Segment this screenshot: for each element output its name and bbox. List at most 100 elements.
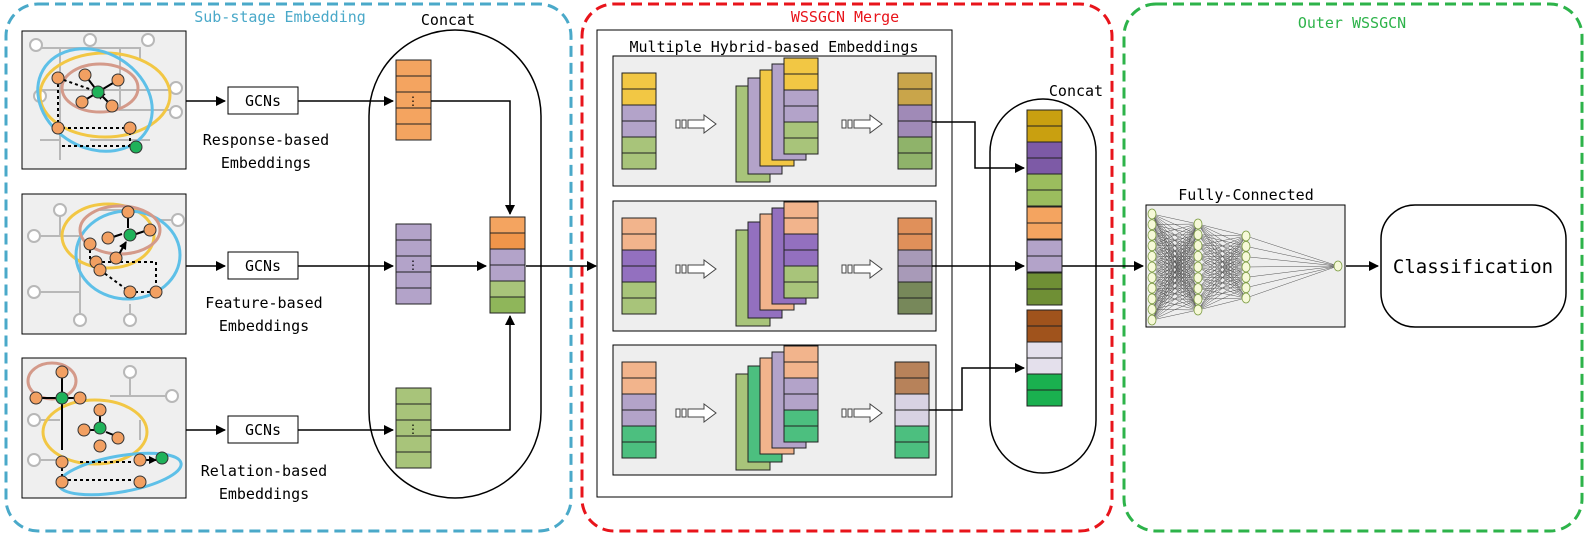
fc-neuron: [1193, 261, 1203, 273]
outer-frame: [1122, 2, 1584, 533]
fc-edge: [1151, 223, 1199, 268]
fc-edge: [1197, 256, 1247, 311]
fc-neuron: [1241, 271, 1251, 283]
hybrid-row-2-input: [621, 217, 657, 315]
hybrid-row-1-stack: [735, 57, 819, 183]
fc-edge: [1197, 235, 1247, 268]
gcns-label-feature: GCNs: [245, 257, 281, 275]
fc-edge: [1151, 256, 1199, 321]
gcns-box-feature: [227, 251, 299, 280]
sub-stage-frame: [4, 2, 573, 533]
graph-thumbnail-feature: [21, 193, 187, 335]
hollow-arrows: [675, 114, 883, 423]
fc-neuron: [1241, 230, 1251, 242]
gcns-label-response: GCNs: [245, 92, 281, 110]
fc-edge: [1197, 234, 1247, 237]
fc-edge: [1197, 246, 1247, 311]
fc-neuron: [1241, 292, 1251, 304]
fc-connections: [1151, 213, 1339, 321]
fc-edge: [1245, 265, 1339, 299]
fc-edge: [1151, 223, 1199, 321]
fc-edge: [1245, 265, 1339, 288]
response-label-line2: Embeddings: [221, 154, 311, 172]
fc-neuron: [1147, 240, 1157, 252]
hybrid-embeddings-title: Multiple Hybrid-based Embeddings: [630, 38, 919, 56]
fc-neuron: [1147, 219, 1157, 231]
fc-edge: [1151, 223, 1199, 289]
fc-edge: [1151, 277, 1199, 321]
concat-right-label: Concat: [1049, 82, 1103, 100]
hybrid-row-3-stack: [735, 345, 819, 471]
merge-title: WSSGCN Merge: [791, 8, 899, 26]
fc-edge: [1151, 223, 1199, 236]
fc-edge: [1151, 266, 1199, 321]
fc-neuron: [1333, 260, 1343, 272]
fc-edge: [1197, 297, 1247, 311]
fc-neuron: [1147, 282, 1157, 294]
fully-connected-label: Fully-Connected: [1178, 186, 1313, 204]
classification-box: [1380, 204, 1567, 328]
fc-neuron: [1193, 240, 1203, 251]
fc-edge: [1151, 299, 1199, 321]
fc-edge: [1151, 213, 1199, 225]
fc-edge: [1197, 235, 1247, 246]
fc-neuron: [1193, 293, 1203, 305]
merged-embedding-vector: [1026, 109, 1063, 407]
fc-neuron: [1193, 250, 1203, 262]
concat-left-label: Concat: [421, 11, 475, 29]
fc-edge: [1151, 288, 1199, 321]
dots-response: ⋮: [407, 94, 419, 108]
hybrid-row-2-output: [897, 217, 933, 315]
sub-stage-title: Sub-stage Embedding: [194, 8, 366, 26]
fc-neuron: [1193, 283, 1203, 294]
fc-edge: [1197, 235, 1247, 257]
gcns-box-relation: [227, 415, 299, 444]
fc-neuron: [1147, 229, 1157, 241]
fc-neuron: [1193, 304, 1203, 316]
fc-edge: [1197, 235, 1247, 311]
fc-neuron: [1241, 261, 1251, 273]
hybrid-row-3-output: [894, 361, 930, 459]
relation-label-line1: Relation-based: [201, 462, 327, 480]
fc-edge: [1245, 246, 1339, 267]
fc-edge: [1151, 234, 1199, 321]
relation-label-line2: Embeddings: [219, 485, 309, 503]
merge-frame: [580, 2, 1114, 533]
relation-embedding-vector: [395, 387, 432, 469]
fc-neuron: [1241, 251, 1251, 263]
fc-edge: [1197, 266, 1247, 311]
dots-relation: ⋮: [407, 422, 419, 436]
hybrid-row-2-stack: [735, 201, 819, 327]
fc-edge: [1197, 235, 1247, 289]
fc-edge: [1151, 223, 1199, 257]
graph-thumbnail-response: [21, 30, 187, 170]
graph-thumbnail-relation: [21, 357, 187, 499]
fc-neurons: [1147, 208, 1343, 326]
fc-edge: [1245, 235, 1339, 267]
fc-edge: [1245, 265, 1339, 278]
fc-edge: [1197, 277, 1247, 311]
concatenated-embedding-vector: [489, 216, 526, 314]
fc-edge: [1151, 309, 1199, 321]
concat-left-capsule: [368, 29, 542, 499]
fc-neuron: [1241, 240, 1251, 252]
fc-neuron: [1147, 314, 1157, 326]
gcns-label-relation: GCNs: [245, 421, 281, 439]
fc-neuron: [1193, 218, 1203, 230]
gcns-box-response: [227, 86, 299, 115]
fc-neuron: [1147, 272, 1157, 284]
fc-edge: [1151, 245, 1199, 321]
fc-neuron: [1147, 293, 1157, 305]
outer-title: Outer WSSGCN: [1298, 14, 1406, 32]
fc-edge: [1197, 287, 1247, 311]
hybrid-row-3-input: [621, 361, 657, 459]
hybrid-row-1-input: [621, 72, 657, 170]
fc-neuron: [1241, 282, 1251, 294]
fc-edge: [1151, 223, 1199, 278]
fc-neuron: [1147, 250, 1157, 262]
fc-edge: [1197, 223, 1247, 237]
fc-edge: [1151, 223, 1199, 310]
response-label-line1: Response-based: [203, 131, 329, 149]
fc-neuron: [1147, 208, 1157, 220]
